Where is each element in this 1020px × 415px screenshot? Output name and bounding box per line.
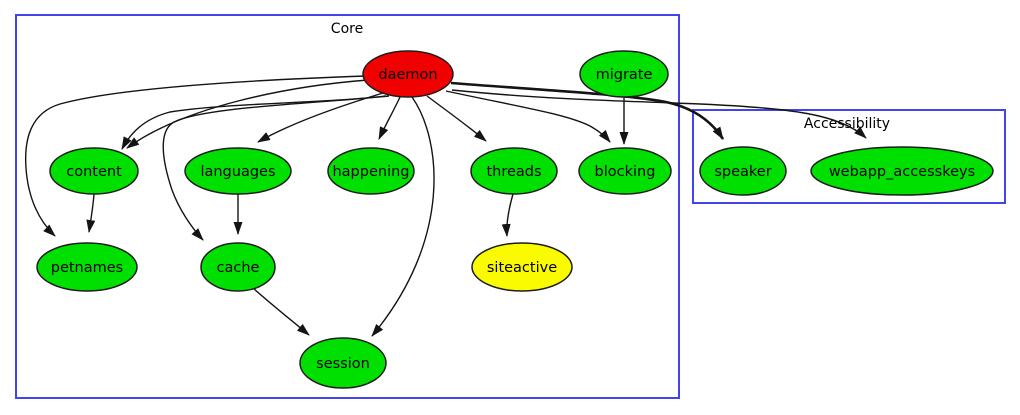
node-webapp_accesskeys-label: webapp_accesskeys xyxy=(829,164,975,180)
node-migrate: migrate xyxy=(579,50,669,98)
node-cache: cache xyxy=(200,242,276,292)
cluster-accessibility-border xyxy=(692,109,1006,204)
node-speaker: speaker xyxy=(699,146,787,196)
edge-cache-session xyxy=(252,287,310,336)
edge-daemon-threads xyxy=(426,95,487,142)
node-happening-shape xyxy=(327,147,415,195)
node-migrate-label: migrate xyxy=(596,67,653,83)
node-webapp_accesskeys: webapp_accesskeys xyxy=(810,146,994,196)
edge-content-petnames xyxy=(86,193,96,233)
cluster-accessibility: Accessibility xyxy=(692,109,1006,204)
node-session-label: session xyxy=(316,356,370,372)
node-content-label: content xyxy=(66,164,122,180)
node-blocking-shape xyxy=(578,147,672,195)
edge-threads-siteactive xyxy=(501,193,514,237)
node-cache-label: cache xyxy=(217,260,260,276)
cluster-core-label: Core xyxy=(331,21,363,37)
edge-daemon-webapp_accesskeys xyxy=(451,89,867,139)
node-languages: languages xyxy=(184,147,292,195)
node-daemon: daemon xyxy=(362,50,454,98)
edge-daemon-speaker xyxy=(450,81,725,140)
cluster-accessibility-label: Accessibility xyxy=(804,116,890,132)
edge-daemon-cache xyxy=(162,95,390,241)
node-content: content xyxy=(49,147,139,195)
node-petnames: petnames xyxy=(36,242,138,292)
node-speaker-label: speaker xyxy=(714,164,771,180)
cluster-core-border xyxy=(15,14,680,399)
node-session: session xyxy=(299,337,387,389)
node-content-shape xyxy=(49,147,139,195)
edge-daemon-session xyxy=(371,96,435,337)
node-migrate-shape xyxy=(579,50,669,98)
node-languages-label: languages xyxy=(200,164,275,180)
node-daemon-label: daemon xyxy=(378,67,437,83)
node-siteactive: siteactive xyxy=(471,242,573,292)
edges xyxy=(24,75,867,337)
node-siteactive-shape xyxy=(471,242,573,292)
edge-daemon-petnames xyxy=(24,75,367,237)
edge-daemon-content-1 xyxy=(126,79,369,149)
node-session-shape xyxy=(299,337,387,389)
node-blocking-label: blocking xyxy=(595,164,656,180)
node-petnames-shape xyxy=(36,242,138,292)
node-blocking: blocking xyxy=(578,147,672,195)
node-happening: happening xyxy=(327,147,415,195)
node-happening-label: happening xyxy=(332,164,409,180)
edge-daemon-blocking xyxy=(445,90,611,143)
node-threads-shape xyxy=(470,147,558,195)
node-threads-label: threads xyxy=(486,164,541,180)
node-webapp_accesskeys-shape xyxy=(810,146,994,196)
node-languages-shape xyxy=(184,147,292,195)
node-speaker-shape xyxy=(699,146,787,196)
node-cache-shape xyxy=(200,242,276,292)
cluster-core: Core xyxy=(15,14,680,399)
node-daemon-shape xyxy=(362,50,454,98)
node-threads: threads xyxy=(470,147,558,195)
node-petnames-label: petnames xyxy=(51,260,124,276)
edge-daemon-happening xyxy=(378,96,401,140)
node-siteactive-label: siteactive xyxy=(487,260,557,276)
